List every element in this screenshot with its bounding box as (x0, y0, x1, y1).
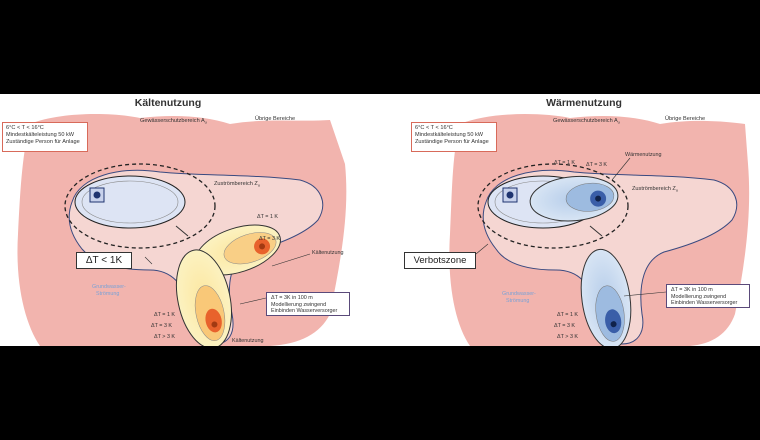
left-note-line-3: Einbinden Wasserversorger (271, 308, 338, 315)
right-note-box: ΔT = 3K in 100 m Modellierung zwingend E… (666, 284, 750, 308)
right-uebrige-label: Übrige Bereiche (665, 115, 705, 122)
right-info-box: 6°C < T < 16°C Mindestkälteleistung 50 k… (411, 122, 497, 152)
left-zustrom-label: Zuströmbereich Zu (214, 181, 260, 188)
right-lower-dt-gt3: ΔT > 3 K (557, 334, 578, 340)
left-upper-plume (195, 224, 281, 276)
left-lower-dt-gt3: ΔT > 3 K (154, 334, 175, 340)
right-title: Wärmenutzung (546, 97, 622, 109)
left-note-leader (239, 297, 267, 305)
left-upper-dt1: ΔT = 1 K (257, 214, 278, 220)
right-upper-dt1: ΔT = 1 K (554, 160, 575, 166)
left-title: Kältenutzung (135, 97, 202, 109)
left-lower-use: Kältenutzung (232, 338, 263, 344)
left-panel (17, 114, 347, 346)
right-info-line-2: Mindestkälteleistung 50 kW (415, 132, 484, 138)
right-upper-plume (529, 175, 619, 222)
left-info-line-3: Zuständige Person für Anlage (6, 139, 80, 145)
right-verbotszone-text: Verbotszone (413, 255, 467, 266)
right-upper-dt3: ΔT = 3 K (586, 162, 607, 168)
right-verbotszone-callout: Verbotszone (404, 252, 476, 269)
left-dt-callout-text: ΔT < 1K (85, 255, 123, 266)
diagram-svg: Kältenutzung Gewässerschutzbereich Au Üb… (17, 97, 750, 346)
right-note-leader (623, 291, 667, 297)
left-well-inner-ring (81, 180, 179, 224)
left-well-dot (93, 191, 101, 199)
right-callout-leader (475, 243, 489, 255)
right-lower-dt3: ΔT = 3 K (554, 323, 575, 329)
right-flow-label-1: Grundwasser- (502, 291, 536, 297)
right-zustrom-label: Zuströmbereich Zu (632, 186, 678, 193)
left-flow-arrow (175, 225, 189, 237)
left-dashed-boundary (64, 163, 216, 249)
right-note-line-2: Modellierung zwingend (671, 293, 727, 300)
left-upper-use: Kältenutzung (312, 250, 343, 256)
right-info-line-3: Zuständige Person für Anlage (415, 139, 489, 145)
right-lower-dt1: ΔT = 1 K (557, 312, 578, 318)
right-note-line-3: Einbinden Wasserversorger (671, 300, 738, 307)
right-upper-use: Wärmenutzung (625, 152, 662, 158)
left-lower-plume (175, 249, 232, 346)
left-flow-label-2: Strömung (96, 291, 119, 297)
left-note-box: ΔT = 3K in 100 m Modellierung zwingend E… (266, 292, 350, 316)
right-flow-arrow (589, 225, 603, 237)
left-note-line-1: ΔT = 3K in 100 m (271, 295, 313, 301)
left-lower-dt1: ΔT = 1 K (154, 312, 175, 318)
left-info-line-1: 6°C < T < 16°C (6, 125, 44, 131)
left-info-box: 6°C < T < 16°C Mindestkälteleistung 50 k… (2, 122, 88, 152)
right-note-line-1: ΔT = 3K in 100 m (671, 287, 713, 293)
right-lower-plume (580, 248, 632, 346)
left-dt-callout: ΔT < 1K (76, 252, 132, 269)
left-gewaesser-label: Gewässerschutzbereich Au (140, 118, 207, 125)
left-lower-dt3: ΔT = 3 K (151, 323, 172, 329)
right-gewaesser-label: Gewässerschutzbereich Au (553, 118, 620, 125)
right-dashed-boundary (477, 163, 629, 249)
left-upper-dt3: ΔT = 3 K (259, 236, 280, 242)
left-flow-label-1: Grundwasser- (92, 284, 126, 290)
right-well-dot (506, 191, 514, 199)
left-upper-use-leader (271, 253, 311, 267)
left-info-line-2: Mindestkälteleistung 50 kW (6, 132, 75, 138)
left-note-line-2: Modellierung zwingend (271, 301, 327, 308)
right-upper-use-leader (611, 157, 631, 181)
right-info-line-1: 6°C < T < 16°C (415, 125, 453, 131)
right-flow-label-2: Strömung (506, 298, 529, 304)
left-callout-leader (144, 256, 153, 265)
diagram-stage: Kältenutzung Gewässerschutzbereich Au Üb… (0, 94, 760, 346)
left-uebrige-label: Übrige Bereiche (255, 115, 295, 122)
